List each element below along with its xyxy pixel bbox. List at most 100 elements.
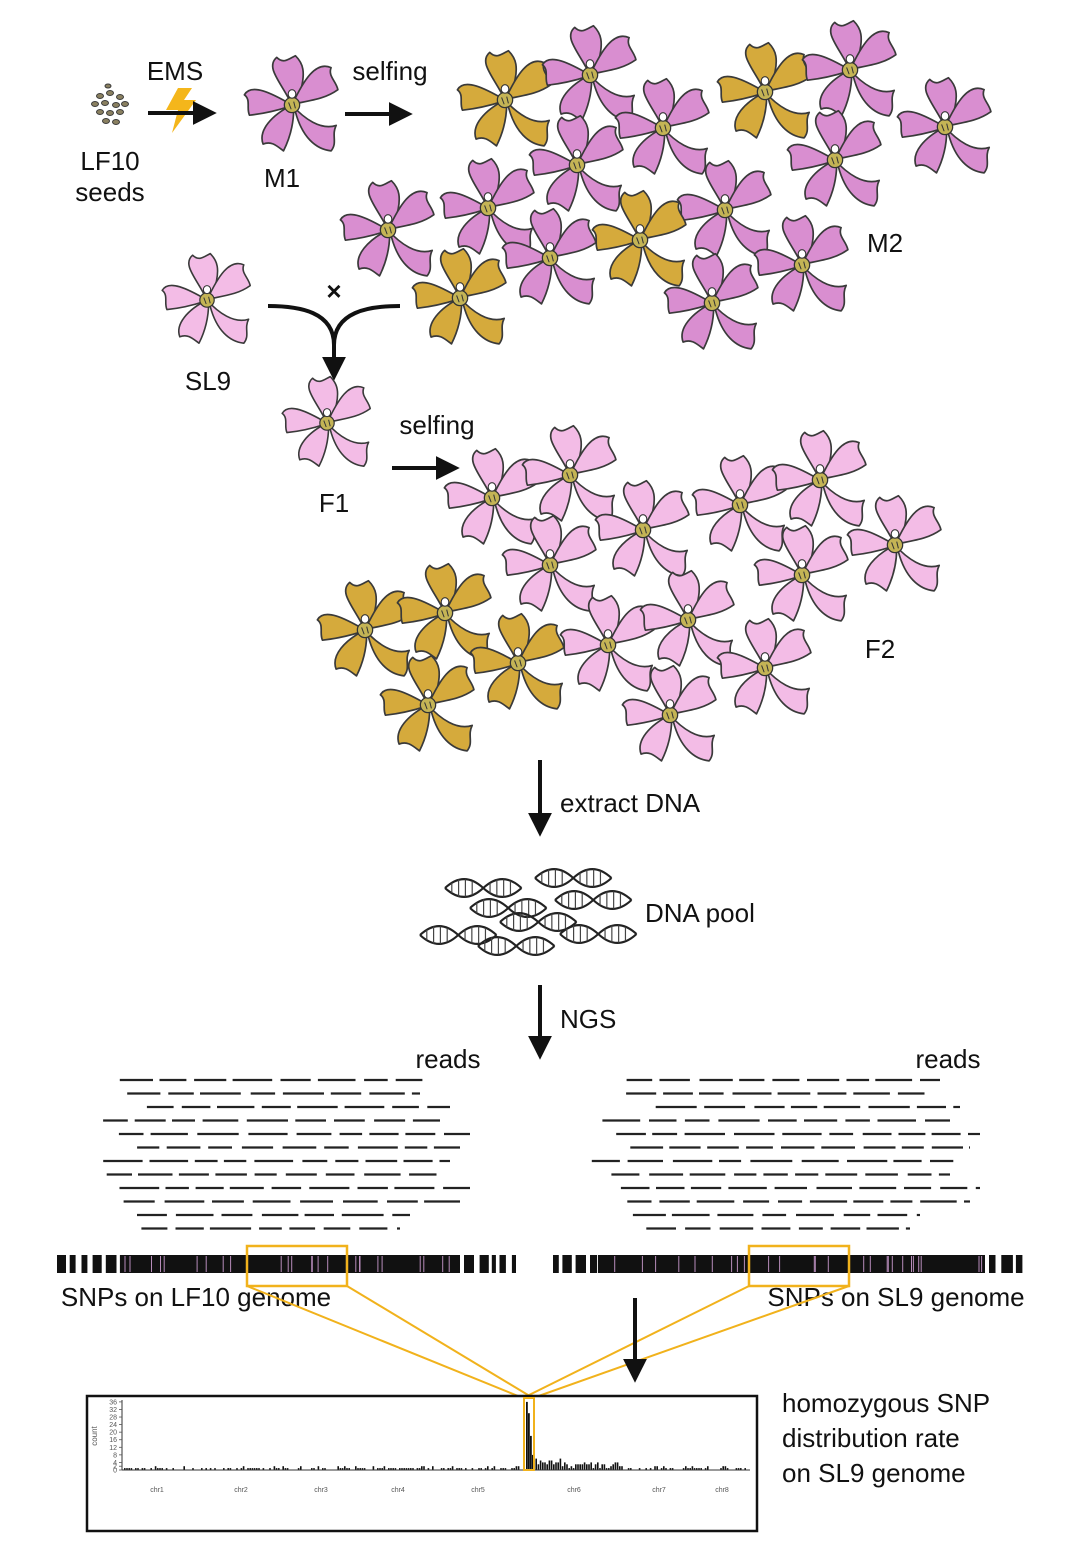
bar xyxy=(416,1468,419,1470)
bar xyxy=(478,1468,480,1470)
bar xyxy=(209,1468,212,1470)
bar xyxy=(539,1460,542,1470)
bar xyxy=(236,1468,238,1470)
bar xyxy=(359,1468,361,1470)
bar xyxy=(421,1466,423,1470)
bar xyxy=(586,1464,588,1470)
bar xyxy=(597,1462,599,1470)
genome-contig xyxy=(511,1255,516,1273)
ems-label: EMS xyxy=(147,56,203,86)
bar xyxy=(458,1468,460,1470)
bar xyxy=(480,1468,482,1470)
bar xyxy=(443,1468,445,1470)
m2-flower-icon xyxy=(897,78,991,173)
m2-flower-icon xyxy=(677,161,771,256)
f2-mutant-flower-icon xyxy=(317,581,411,676)
bar xyxy=(165,1468,168,1470)
genome-contig xyxy=(1001,1255,1013,1273)
ngs-label: NGS xyxy=(560,1004,616,1034)
reads-right xyxy=(591,1078,980,1230)
y-tick-label: 2 xyxy=(113,1464,117,1471)
f1-flower-icon xyxy=(282,377,370,467)
bar xyxy=(621,1466,623,1470)
bar xyxy=(685,1466,687,1470)
bar xyxy=(471,1468,474,1470)
bar xyxy=(575,1464,577,1470)
bar xyxy=(726,1468,729,1470)
bar xyxy=(275,1468,278,1470)
bar xyxy=(612,1464,614,1470)
bar xyxy=(720,1468,722,1470)
bar xyxy=(161,1468,163,1470)
zoom-lines xyxy=(246,1285,850,1399)
y-tick-label: 8 xyxy=(113,1452,117,1459)
bar xyxy=(324,1468,326,1470)
bar xyxy=(579,1464,581,1470)
bar xyxy=(707,1466,709,1470)
bar xyxy=(223,1468,225,1470)
bar xyxy=(599,1468,601,1470)
bar xyxy=(247,1468,249,1470)
y-tick-label: 36 xyxy=(109,1399,117,1406)
m2-label: M2 xyxy=(867,228,903,258)
bar xyxy=(722,1466,724,1470)
bar xyxy=(687,1468,689,1470)
bar xyxy=(355,1466,357,1470)
y-tick-label: 28 xyxy=(109,1415,117,1422)
f2-flower-icon xyxy=(772,431,866,526)
snps-lf10-label: SNPs on LF10 genome xyxy=(61,1282,331,1312)
bar xyxy=(381,1468,383,1470)
bar xyxy=(693,1468,696,1470)
bar xyxy=(313,1468,315,1470)
selfing-1-label: selfing xyxy=(352,56,427,86)
genome-contig xyxy=(590,1255,598,1273)
result-caption-line-3: on SL9 genome xyxy=(782,1458,966,1488)
bar xyxy=(157,1468,159,1470)
chromosome-label: chr6 xyxy=(567,1487,581,1494)
chromosome-label: chr2 xyxy=(234,1487,248,1494)
bar xyxy=(619,1466,621,1470)
bar xyxy=(590,1462,592,1470)
snps-sl9-label: SNPs on SL9 genome xyxy=(767,1282,1024,1312)
genome-contig xyxy=(120,1255,460,1273)
m2-population xyxy=(340,21,991,349)
bar xyxy=(614,1462,617,1470)
reads-left xyxy=(103,1078,470,1230)
bar xyxy=(403,1468,405,1470)
bar xyxy=(592,1468,595,1470)
bar xyxy=(513,1468,515,1470)
bar xyxy=(130,1468,133,1470)
dna-helix-icon xyxy=(553,890,633,910)
bar xyxy=(484,1468,487,1470)
genome-contig xyxy=(562,1255,572,1273)
chromosome-label: chr7 xyxy=(652,1487,666,1494)
bar xyxy=(665,1468,667,1470)
bar xyxy=(317,1466,320,1470)
bar xyxy=(656,1466,658,1470)
bar xyxy=(735,1468,738,1470)
bar xyxy=(249,1468,251,1470)
bar xyxy=(564,1462,566,1470)
bar xyxy=(581,1464,584,1470)
bar xyxy=(704,1468,707,1470)
dna-pool-label: DNA pool xyxy=(645,898,755,928)
y-tick-label: 24 xyxy=(109,1422,117,1429)
bar xyxy=(542,1462,544,1470)
peak-bar xyxy=(532,1454,534,1470)
bar xyxy=(344,1466,346,1470)
bar xyxy=(555,1462,557,1470)
f2-flower-icon xyxy=(640,571,734,666)
bar xyxy=(242,1466,245,1470)
bar xyxy=(517,1466,520,1470)
result-caption-line-2: distribution rate xyxy=(782,1423,960,1453)
bar xyxy=(724,1466,727,1470)
bar xyxy=(124,1468,126,1470)
y-tick-label: 0 xyxy=(113,1468,117,1475)
y-tick-label: 4 xyxy=(113,1460,117,1467)
bar xyxy=(427,1468,430,1470)
seeds-label-line-1: LF10 xyxy=(80,146,139,176)
bar xyxy=(594,1464,597,1470)
bar xyxy=(282,1466,284,1470)
